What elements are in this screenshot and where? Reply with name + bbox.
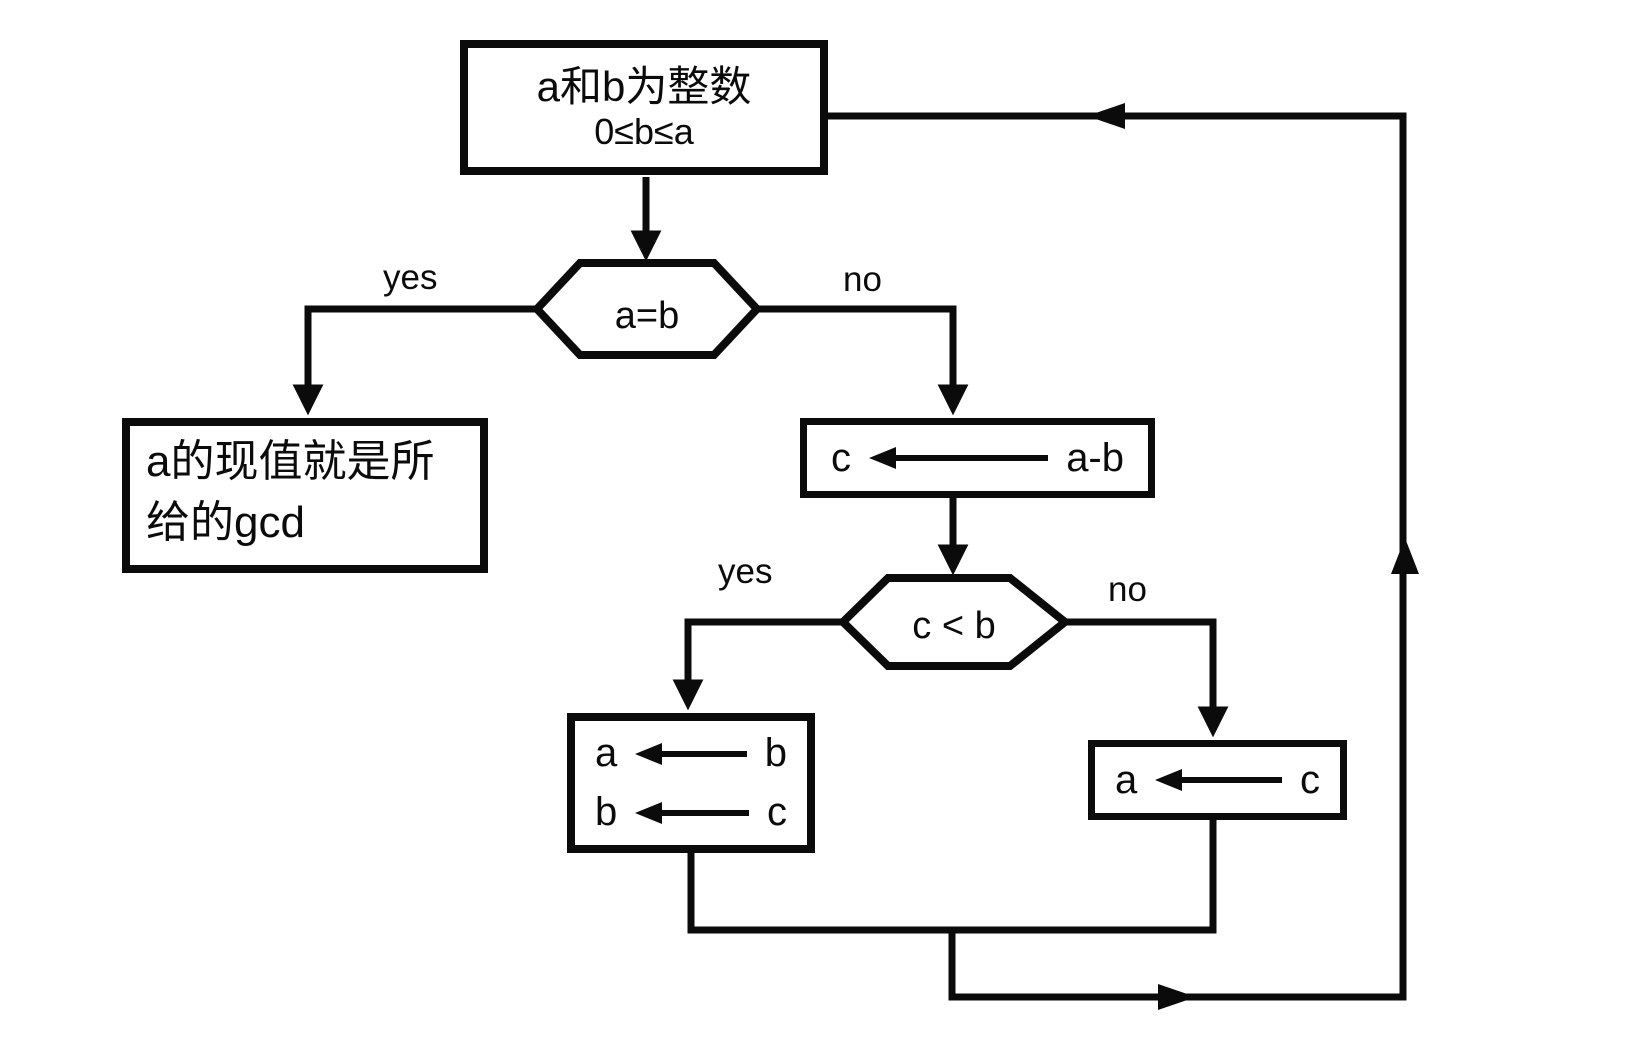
loop-left-arrowhead-icon — [1087, 103, 1125, 129]
loop-right-arrowhead-icon — [1158, 984, 1196, 1010]
assign-a-source: c — [1300, 757, 1320, 802]
edge-decision1-no — [753, 305, 969, 416]
swap-row-2: b c — [595, 790, 787, 835]
edge-label-decision1-no: no — [843, 260, 882, 299]
swap-row2-source: c — [767, 790, 787, 834]
edge-decision1-yes — [292, 305, 541, 416]
edge-label-decision1-yes: yes — [383, 258, 438, 297]
decision-c-lt-b-label: c < b — [912, 604, 996, 647]
node-assign-c: c a-b — [800, 418, 1155, 498]
node-start: a和b为整数 0≤b≤a — [460, 40, 828, 175]
assign-c-source: a-b — [1066, 435, 1124, 480]
left-arrow-icon — [1155, 768, 1282, 792]
edge-decision2-yes — [672, 618, 847, 711]
decision-a-eq-b-label: a=b — [614, 294, 680, 337]
swap-row1-source: b — [764, 731, 787, 775]
node-result-gcd: a的现值就是所给的gcd — [122, 418, 488, 573]
node-assign-a: a c — [1088, 740, 1347, 820]
left-arrow-icon — [635, 801, 749, 825]
swap-row1-target: a — [595, 731, 618, 775]
start-text-line2: 0≤b≤a — [594, 110, 694, 152]
left-arrow-icon — [635, 742, 747, 766]
assign-a-target: a — [1115, 757, 1138, 802]
assign-c-target: c — [831, 435, 851, 480]
left-arrow-icon — [869, 446, 1048, 470]
swap-row2-target: b — [595, 790, 618, 834]
start-text-line1: a和b为整数 — [536, 62, 752, 110]
edge-decision2-no — [1061, 618, 1229, 738]
edge-label-decision2-no: no — [1108, 570, 1147, 609]
loop-up-arrowhead-icon — [1391, 538, 1419, 574]
edge-loop-back — [799, 112, 1407, 1001]
node-swap-ab: a b b c — [567, 713, 815, 853]
edge-label-decision2-yes: yes — [718, 552, 773, 591]
swap-row-1: a b — [595, 731, 787, 776]
